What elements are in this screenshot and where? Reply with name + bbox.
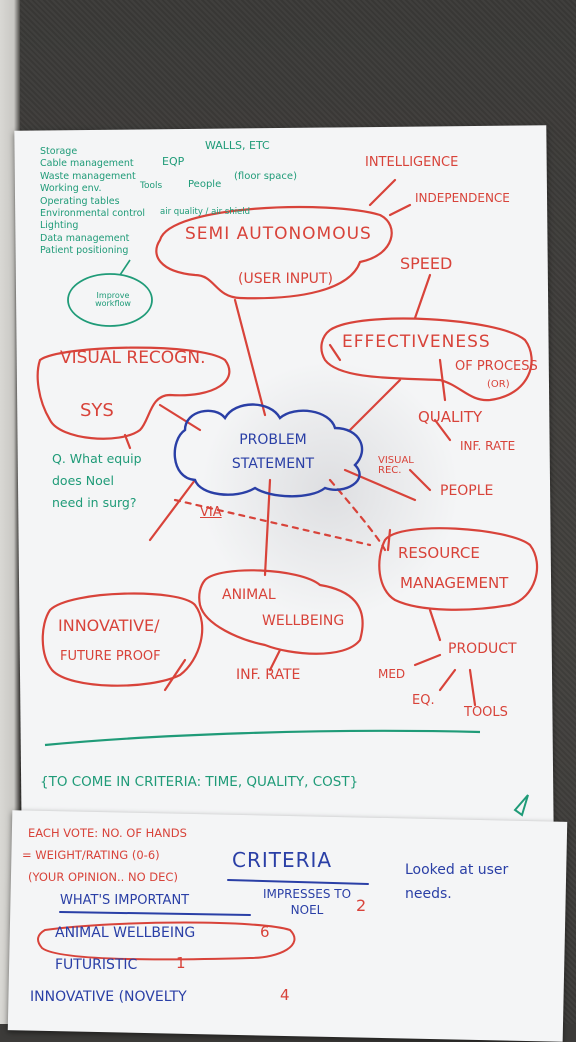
semi-autonomous-bubble	[155, 205, 393, 300]
eqp-note: EQP	[162, 155, 185, 168]
list-item: Lighting	[40, 220, 79, 232]
animal-wellbeing-criterion: ANIMAL WELLBEING	[55, 925, 196, 941]
futuristic-criterion: FUTURISTIC	[55, 957, 138, 973]
intelligence-label: INTELLIGENCE	[365, 155, 459, 170]
equipment-checklist: Storage Cable management Waste managemen…	[40, 146, 145, 258]
futuristic-score: 1	[176, 954, 186, 972]
green-swoosh-line	[44, 729, 481, 747]
quality-label: QUALITY	[418, 408, 483, 426]
list-item: Waste management	[40, 170, 136, 182]
tools-note: Tools	[140, 181, 163, 191]
visual-rec-label: VISUAL REC.	[378, 455, 414, 476]
list-item: Cable management	[40, 158, 134, 170]
future-proof-label: FUTURE PROOF	[60, 649, 161, 664]
improve-workflow-note: Improve workflow	[95, 291, 131, 308]
animal-inf-rate-label: INF. RATE	[236, 667, 301, 683]
inf-rate-label: INF. RATE	[460, 439, 516, 453]
visual-recognition-label: VISUAL RECOGN.	[60, 348, 206, 368]
via-label: VIA	[200, 505, 222, 520]
user-input-label: (USER INPUT)	[238, 271, 333, 287]
vote-rule-2: = WEIGHT/RATING (0-6)	[22, 848, 160, 862]
list-item: Data management	[40, 232, 130, 244]
floor-space-note: (floor space)	[234, 171, 297, 182]
people-label: PEOPLE	[440, 483, 494, 499]
criteria-title: CRITERIA	[232, 848, 333, 872]
air-quality-note: air quality / air shield	[160, 207, 251, 217]
criteria-footer-note: {TO COME IN CRITERIA: TIME, QUALITY, COS…	[40, 774, 359, 790]
whats-important-label: WHAT'S IMPORTANT	[60, 893, 190, 908]
speed-label: SPEED	[400, 254, 453, 273]
med-label: MED	[378, 667, 406, 681]
wellbeing-label: WELLBEING	[262, 613, 345, 629]
impresses-score: 2	[356, 896, 367, 915]
or-tag: (OR)	[487, 379, 510, 390]
user-needs-note: Looked at user needs.	[405, 862, 509, 902]
improve-workflow-circle	[67, 273, 153, 327]
list-item: Environmental control	[40, 208, 146, 220]
vote-rule-1: EACH VOTE: NO. OF HANDS	[28, 826, 187, 840]
list-item: Working env.	[40, 183, 102, 195]
list-item: Storage	[40, 146, 78, 157]
people-note: People	[188, 179, 222, 190]
problem-statement-label: PROBLEM STATEMENT	[231, 432, 315, 472]
management-label: MANAGEMENT	[400, 574, 509, 592]
vote-rule-3: (YOUR OPINION.. NO DEC)	[28, 870, 178, 884]
innovative-score: 4	[280, 986, 290, 1004]
list-item: Patient positioning	[40, 245, 129, 257]
independence-label: INDEPENDENCE	[415, 191, 510, 205]
animal-wellbeing-bubble	[198, 569, 364, 655]
effectiveness-bubble	[320, 317, 533, 402]
tools-label: TOOLS	[464, 705, 508, 720]
sys-label: SYS	[80, 400, 114, 421]
impresses-noel-label: IMPRESSES TO NOEL	[262, 887, 352, 917]
innovative-criterion: INNOVATIVE (NOVELTY	[30, 989, 187, 1005]
innovative-label: INNOVATIVE/	[58, 616, 160, 635]
product-label: PRODUCT	[448, 641, 517, 657]
walls-note: WALLS, ETC	[205, 139, 270, 152]
resource-management-bubble	[378, 527, 539, 611]
innovative-bubble	[41, 592, 204, 687]
semi-autonomous-label: SEMI AUTONOMOUS	[185, 224, 372, 244]
eq-label: EQ.	[412, 693, 435, 708]
animal-label: ANIMAL	[222, 587, 276, 603]
animal-wellbeing-score: 6	[260, 923, 270, 941]
problem-statement-cloud	[173, 403, 364, 498]
resource-label: RESOURCE	[398, 544, 480, 562]
list-item: Operating tables	[40, 195, 120, 207]
of-process-label: OF PROCESS	[455, 359, 538, 374]
effectiveness-label: EFFECTIVENESS	[342, 332, 491, 352]
noel-question: Q. What equip does Noel need in surg?	[52, 451, 142, 510]
visual-recognition-bubble	[36, 346, 231, 440]
